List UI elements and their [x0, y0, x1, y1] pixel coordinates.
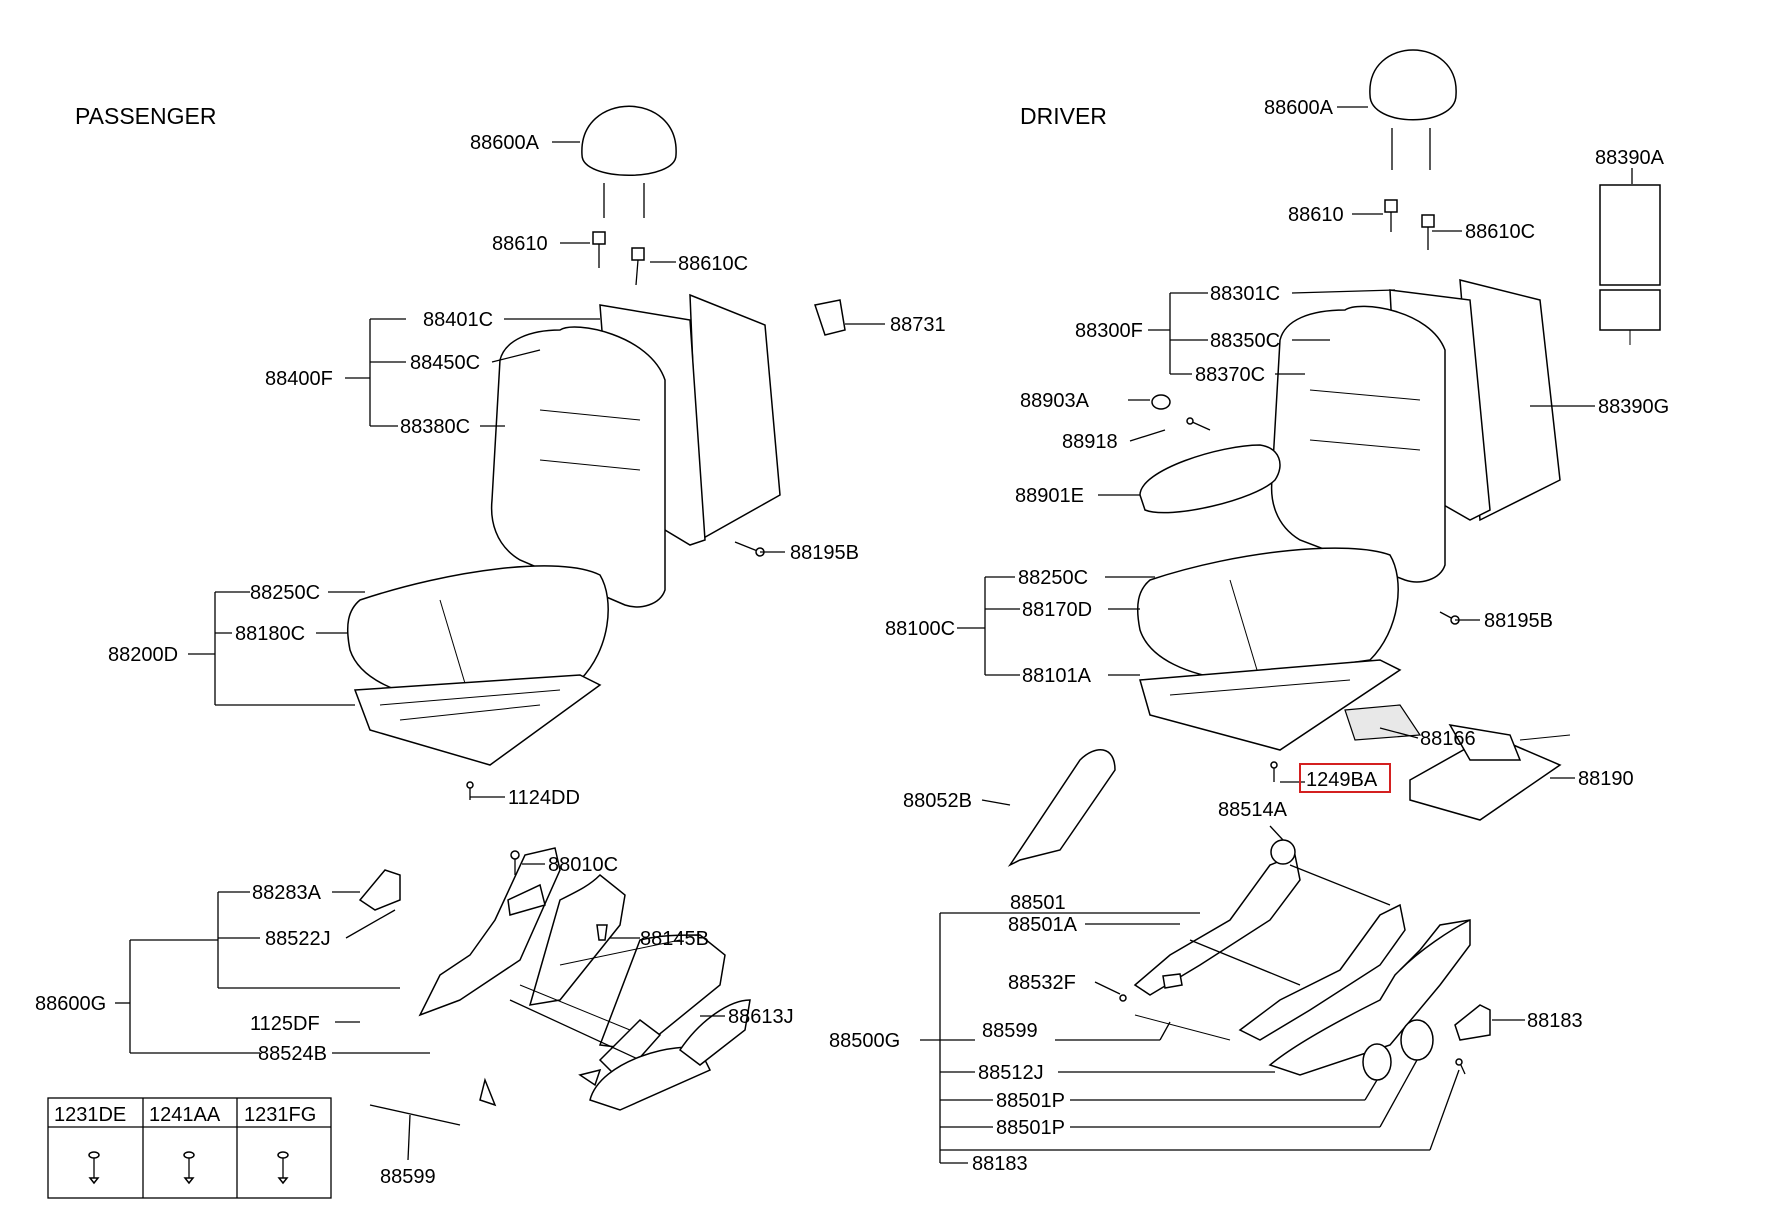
screw-icon: [183, 1151, 195, 1185]
driver-track-drawing: [1133, 839, 1471, 1076]
label-driver-back-frame: 88301C: [1210, 283, 1280, 305]
driver-seatback-drawing: [1270, 279, 1561, 583]
label-passenger-screw-cushion: 1124DD: [508, 787, 580, 809]
label-driver-cushion-frame: 88101A: [1022, 665, 1092, 687]
driver-armrest-drawing: [1139, 444, 1281, 514]
driver-knob-drawing: [1362, 1019, 1434, 1081]
driver-board-drawing: [1599, 184, 1661, 345]
driver-guide-drawing: [1384, 199, 1435, 250]
label-driver-wire: 88599: [982, 1020, 1038, 1042]
label-driver-screw-arm: 88918: [1062, 431, 1118, 453]
label-passenger-cushion-pad: 88180C: [235, 623, 305, 645]
passenger-seatback-drawing: [490, 293, 781, 608]
passenger-wire-drawing: [369, 1104, 461, 1126]
screw-table-header-2: 1241AA: [149, 1104, 221, 1126]
label-passenger-back-cover: 88380C: [400, 416, 470, 438]
label-driver-shield: 88512J: [978, 1062, 1044, 1084]
label-driver-cushion-assy: 88100C: [885, 618, 955, 640]
driver-bolt-drawing: [1439, 611, 1460, 625]
label-driver-pad: 88166: [1420, 728, 1476, 750]
label-passenger-knob: 88283A: [252, 882, 322, 904]
passenger-track-drawing: [418, 847, 751, 1111]
screw-table-header-3: 1231FG: [244, 1104, 316, 1126]
label-passenger-bolt-track: 88010C: [548, 854, 618, 876]
label-passenger-guide-lock: 88610C: [678, 253, 748, 275]
passenger-heading: PASSENGER: [75, 103, 216, 129]
label-driver-headrest: 88600A: [1264, 97, 1334, 119]
label-driver-cap: 88903A: [1020, 390, 1090, 412]
passenger-cushion-drawing: [347, 565, 609, 766]
screw-table: 1231DE 1241AA 1231FG: [47, 1097, 332, 1199]
label-driver-knob-p2: 88501P: [996, 1117, 1065, 1139]
passenger-clip-drawing: [814, 299, 846, 336]
driver-cover-drawing: [1454, 1004, 1491, 1075]
label-driver-spring: 88532F: [1008, 972, 1076, 994]
label-driver-track-lh: 88501: [1010, 892, 1066, 914]
driver-cap-drawing: [1151, 394, 1211, 431]
driver-screw-drawing: [1270, 761, 1278, 782]
label-driver-armrest: 88901E: [1015, 485, 1084, 507]
label-driver-cover-a: 88183: [1527, 1010, 1583, 1032]
label-passenger-track-assy: 88600G: [35, 993, 106, 1015]
label-driver-bolt-cushion: 88195B: [1484, 610, 1553, 632]
label-driver-back-pad: 88350C: [1210, 330, 1280, 352]
screw-icon: [277, 1151, 289, 1185]
highlight-box: [1299, 763, 1391, 793]
label-passenger-guide: 88610: [492, 233, 548, 255]
label-driver-track-rh: 88501A: [1008, 914, 1078, 936]
label-passenger-cushion-cover: 88250C: [250, 582, 320, 604]
label-passenger-clip-track: 88145B: [640, 928, 709, 950]
passenger-knob-drawing: [358, 869, 401, 911]
driver-cushion-drawing: [1137, 547, 1402, 751]
label-passenger-shield-outer: 88613J: [728, 1006, 794, 1028]
label-driver-cushion-pad: 88170D: [1022, 599, 1092, 621]
label-driver-shield-front: 88052B: [903, 790, 972, 812]
label-driver-screw-cushion: 1249BA: [1306, 769, 1378, 791]
driver-spring-drawing: [1119, 994, 1231, 1041]
label-passenger-screw-df: 1125DF: [250, 1013, 320, 1035]
driver-mat-sensor-drawing: [1409, 724, 1571, 821]
passenger-bolt-drawing: [734, 541, 765, 557]
driver-heading: DRIVER: [1020, 103, 1107, 129]
label-driver-guide-lock: 88610C: [1465, 221, 1535, 243]
label-driver-height-adjuster: 88514A: [1218, 799, 1288, 821]
driver-pad-drawing: [1344, 704, 1422, 741]
screw-icon: [88, 1151, 100, 1185]
passenger-headrest-drawing: [581, 105, 677, 218]
screw-table-header-1: 1231DE: [54, 1104, 126, 1126]
label-driver-mat-sensor: 88190: [1578, 768, 1634, 790]
label-passenger-shield-inner: 88522J: [265, 928, 331, 950]
label-passenger-track-lever: 88524B: [258, 1043, 327, 1065]
passenger-guide-drawing: [592, 231, 645, 286]
driver-leaders: [920, 106, 1633, 1164]
label-passenger-back-assy: 88400F: [265, 368, 333, 390]
label-driver-knob-p1: 88501P: [996, 1090, 1065, 1112]
label-driver-guide: 88610: [1288, 204, 1344, 226]
label-driver-back-board: 88390A: [1595, 147, 1665, 169]
passenger-bolt-small-drawing: [510, 850, 608, 941]
label-passenger-clip: 88731: [890, 314, 946, 336]
label-passenger-back-pad: 88450C: [410, 352, 480, 374]
label-driver-cover-b: 88183: [972, 1153, 1028, 1175]
driver-headrest-drawing: [1369, 49, 1457, 170]
label-driver-back-panel: 88390G: [1598, 396, 1669, 418]
label-passenger-bolt-back: 88195B: [790, 542, 859, 564]
label-passenger-back-frame: 88401C: [423, 309, 493, 331]
label-passenger-headrest: 88600A: [470, 132, 540, 154]
label-passenger-cushion-assy: 88200D: [108, 644, 178, 666]
driver-shield-front-drawing: [1007, 749, 1116, 867]
label-driver-track-assy: 88500G: [829, 1030, 900, 1052]
label-driver-back-cover: 88370C: [1195, 364, 1265, 386]
label-passenger-wire: 88599: [380, 1166, 436, 1188]
passenger-leaders: [115, 141, 885, 1161]
label-driver-back-assy: 88300F: [1075, 320, 1143, 342]
label-driver-cushion-cover: 88250C: [1018, 567, 1088, 589]
